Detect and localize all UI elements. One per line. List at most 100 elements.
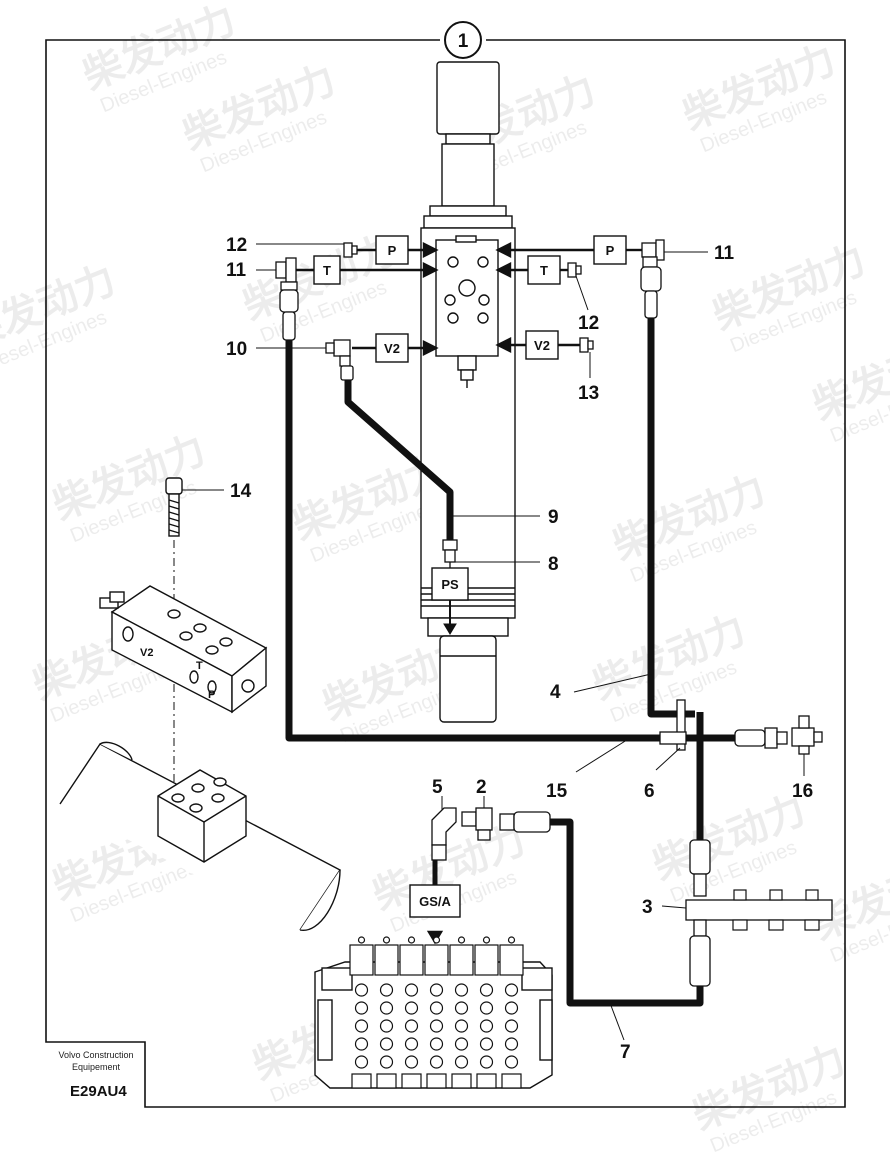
valve-port [354, 1001, 369, 1015]
callout-13: 13 [578, 383, 599, 404]
ps-box [431, 567, 469, 601]
callout-5: 5 [432, 777, 443, 798]
callout-numbers: 12 11 10 11 12 13 14 9 8 4 15 6 16 5 2 3… [226, 235, 813, 1063]
v2-box-right [525, 330, 559, 360]
main-marker-number: 1 [458, 31, 469, 52]
callout-8: 8 [548, 554, 559, 575]
valve-sections [349, 936, 524, 1089]
t-box-right [527, 255, 561, 285]
p-box-right [593, 235, 627, 265]
valve-port [454, 1037, 469, 1051]
valve-section-cap [499, 944, 524, 976]
valve-port [479, 1019, 494, 1033]
v2-label-left: V2 [384, 341, 400, 356]
valve-section-bolt [357, 936, 366, 944]
valve-section-bolt [457, 936, 466, 944]
valve-section-foot [351, 1073, 372, 1089]
valve-port [454, 1001, 469, 1015]
v2-box-left [375, 333, 409, 363]
diagram-frame [45, 39, 846, 1108]
callout-3: 3 [642, 897, 653, 918]
callout-10: 10 [226, 339, 247, 360]
callout-9: 9 [548, 507, 559, 528]
callout-6: 6 [644, 781, 655, 802]
callout-12-left: 12 [226, 235, 247, 256]
callout-16: 16 [792, 781, 813, 802]
v2-label-right: V2 [534, 338, 550, 353]
callout-7: 7 [620, 1042, 631, 1063]
valve-section-bolt [407, 936, 416, 944]
callout-11-right: 11 [714, 243, 735, 264]
valve-section-foot [401, 1073, 422, 1089]
manifold-ports [732, 889, 820, 931]
valve-section-cap [374, 944, 399, 976]
manifold-port-top [733, 889, 747, 901]
valve-port [379, 983, 394, 997]
block-label-p: P [208, 689, 215, 701]
component-box-labels: P T V2 P T V2 PS GS/A [323, 243, 615, 909]
valve-port [404, 1001, 419, 1015]
valve-port [504, 983, 519, 997]
valve-section-foot [476, 1073, 497, 1089]
signal-arrows [296, 242, 642, 945]
callout-14: 14 [230, 481, 252, 502]
valve-port [354, 1037, 369, 1051]
leader-lines [182, 243, 805, 1041]
valve-port [354, 983, 369, 997]
ps-drain-arrow [443, 600, 457, 635]
valve-port [429, 1037, 444, 1051]
valve-port [429, 983, 444, 997]
credit-line-2: Equipement [72, 1062, 121, 1072]
valve-port [504, 1019, 519, 1033]
drawing-code: E29AU4 [70, 1083, 127, 1100]
valve-section-cap [424, 944, 449, 976]
callout-11-left: 11 [226, 260, 247, 281]
valve-section-bolt [482, 936, 491, 944]
block-label-t: T [196, 660, 203, 672]
valve-port [479, 1037, 494, 1051]
valve-port [479, 1055, 494, 1069]
fittings [275, 239, 833, 987]
valve-port [454, 983, 469, 997]
manifold-port-bottom [804, 919, 820, 931]
valve-port [479, 1001, 494, 1015]
valve-port [404, 983, 419, 997]
valve-section-bolt [507, 936, 516, 944]
valve-section-foot [376, 1073, 397, 1089]
exploded-view [59, 477, 342, 931]
manifold-port-bottom [768, 919, 784, 931]
valve-port [379, 1019, 394, 1033]
valve-port [504, 1037, 519, 1051]
t-label-left: T [323, 263, 331, 278]
manifold-port-top [769, 889, 783, 901]
manifold-port-top [805, 889, 819, 901]
block-port-labels: V2 T P [140, 647, 215, 701]
p-label-right: P [606, 243, 615, 258]
valve-port [454, 1019, 469, 1033]
valve-port [504, 1001, 519, 1015]
valve-port [379, 1001, 394, 1015]
valve-section-cap [399, 944, 424, 976]
valve-section-bolt [382, 936, 391, 944]
callout-15: 15 [546, 781, 568, 802]
valve-port [504, 1055, 519, 1069]
main-marker: 1 [444, 21, 482, 59]
callout-12-right: 12 [578, 313, 599, 334]
valve-port [479, 983, 494, 997]
valve-port [379, 1037, 394, 1051]
valve-port [379, 1055, 394, 1069]
valve-section-foot [451, 1073, 472, 1089]
valve-section-cap [349, 944, 374, 976]
valve-port [354, 1019, 369, 1033]
component-boxes [313, 235, 627, 918]
p-label-left: P [388, 243, 397, 258]
t-label-right: T [540, 263, 548, 278]
